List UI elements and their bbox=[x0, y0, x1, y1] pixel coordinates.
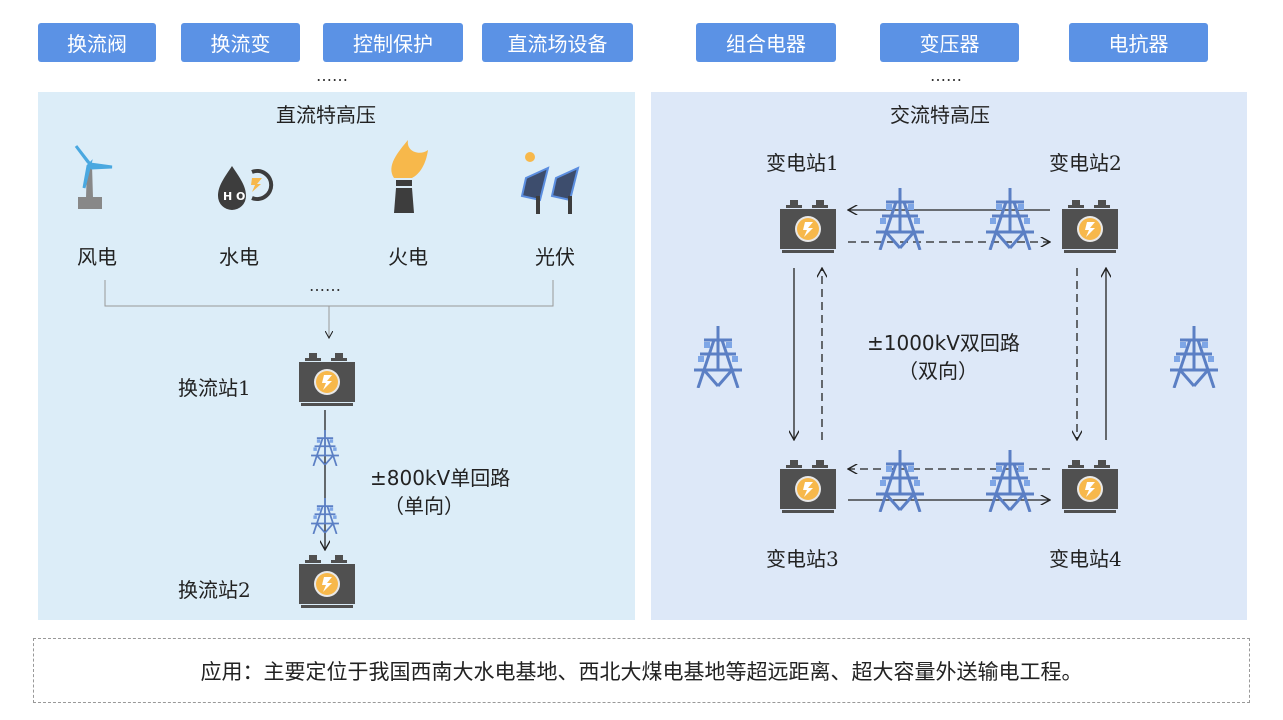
tag-control-protection: 控制保护 bbox=[323, 23, 463, 62]
substation-1-icon bbox=[780, 200, 836, 253]
tag-converter-valve: 换流阀 bbox=[38, 23, 156, 62]
ac-tower-icon bbox=[876, 188, 924, 250]
substation-1-label: 变电站1 bbox=[766, 151, 839, 175]
ac-title: 交流特高压 bbox=[890, 103, 990, 127]
ac-line-label: ±1000kV双回路 bbox=[867, 331, 1020, 355]
dc-line-label: ±800kV单回路 bbox=[370, 466, 511, 490]
substation-3-label: 变电站3 bbox=[766, 547, 839, 571]
tag-reactor: 电抗器 bbox=[1069, 23, 1208, 62]
converter-station-1-icon bbox=[299, 353, 355, 406]
ellipsis-left: …… bbox=[316, 66, 348, 85]
substation-2-label: 变电站2 bbox=[1049, 151, 1122, 175]
ac-panel bbox=[651, 92, 1247, 620]
ac-tower-icon bbox=[986, 450, 1034, 512]
converter-station-2-icon bbox=[299, 555, 355, 608]
solar-panel-icon bbox=[520, 152, 580, 214]
source-hydro: 水电 bbox=[219, 245, 259, 269]
application-text: 应用：主要定位于我国西南大水电基地、西北大煤电基地等超远距离、超大容量外送输电工… bbox=[200, 659, 1083, 684]
dc-title: 直流特高压 bbox=[276, 103, 376, 127]
tag-dc-field-equipment: 直流场设备 bbox=[482, 23, 633, 62]
source-wind: 风电 bbox=[77, 245, 117, 269]
wind-turbine-icon bbox=[74, 145, 113, 209]
substation-3-icon bbox=[780, 460, 836, 513]
dc-direction-label: （单向） bbox=[384, 494, 464, 518]
source-thermal: 火电 bbox=[388, 245, 428, 269]
svg-text:H O: H O bbox=[223, 190, 245, 203]
sources-ellipsis: …… bbox=[309, 276, 341, 295]
application-note: 应用：主要定位于我国西南大水电基地、西北大煤电基地等超远距离、超大容量外送输电工… bbox=[33, 638, 1250, 703]
ac-tower-icon bbox=[694, 326, 742, 388]
converter-station-1-label: 换流站1 bbox=[178, 376, 251, 400]
substation-4-icon bbox=[1062, 460, 1118, 513]
tag-transformer: 变压器 bbox=[880, 23, 1019, 62]
tag-converter-transformer: 换流变 bbox=[181, 23, 300, 62]
substation-4-label: 变电站4 bbox=[1049, 547, 1122, 571]
ac-direction-label: （双向） bbox=[898, 359, 978, 383]
ac-tower-icon bbox=[986, 188, 1034, 250]
converter-station-2-label: 换流站2 bbox=[178, 578, 251, 602]
source-solar: 光伏 bbox=[535, 245, 575, 269]
substation-2-icon bbox=[1062, 200, 1118, 253]
ac-tower-icon bbox=[876, 450, 924, 512]
tag-gis: 组合电器 bbox=[696, 23, 836, 62]
ellipsis-right: …… bbox=[930, 66, 962, 85]
ac-tower-icon bbox=[1170, 326, 1218, 388]
hydro-power-icon: H O bbox=[218, 166, 274, 210]
thermal-power-icon bbox=[391, 140, 428, 213]
